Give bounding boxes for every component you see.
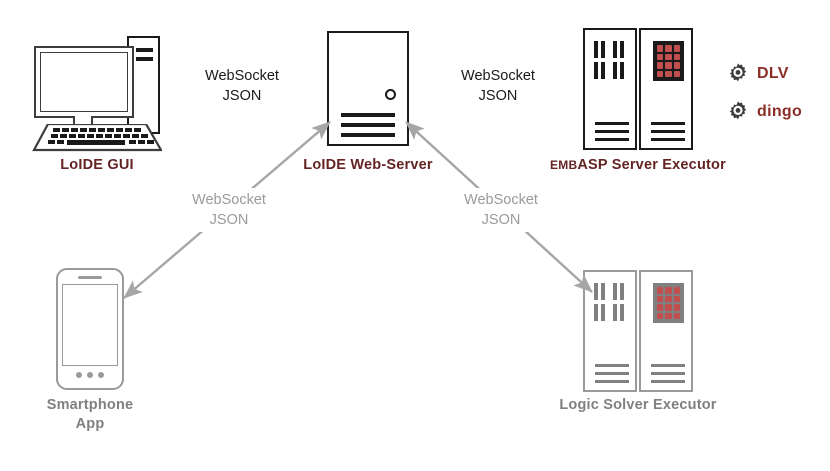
edge-label-line2: JSON [481, 212, 521, 228]
label-loide-web-server: LoIDE Web-Server [303, 157, 433, 173]
edge-label-line2: JSON [478, 88, 518, 104]
edge-label-line1: WebSocket [205, 68, 279, 84]
monitor-icon [34, 46, 134, 118]
power-button-icon [385, 89, 396, 100]
keyboard-icon [32, 124, 162, 152]
node-loide-gui[interactable] [32, 32, 162, 152]
solver-label-dingo: dingo [757, 103, 803, 120]
edge-label-phone-to-server: WebSocket JSON [183, 188, 275, 232]
edge-label-line2: JSON [209, 212, 249, 228]
edge-label-line1: WebSocket [464, 192, 538, 208]
solver-dlv[interactable]: DLV [726, 62, 789, 86]
server-tower-icon [327, 31, 409, 146]
edge-label-line1: WebSocket [192, 192, 266, 208]
phone-screen-icon [62, 284, 118, 366]
label-smartphone-line1: Smartphone [46, 397, 134, 413]
edge-label-line1: WebSocket [461, 68, 535, 84]
label-loide-gui: LoIDE GUI [60, 157, 134, 173]
edge-label-gui-to-server: WebSocket JSON [196, 64, 288, 108]
led-panel-icon [653, 283, 684, 323]
node-logic-solver-executor[interactable] [583, 270, 693, 392]
rack-cabinet-right-icon [639, 270, 693, 392]
solver-dingo[interactable]: dingo [726, 100, 802, 124]
label-smartphone-line2: App [75, 416, 105, 432]
edge-label-server-to-embasp: WebSocket JSON [452, 64, 544, 108]
rack-cabinet-right-icon [639, 28, 693, 150]
gear-icon [729, 63, 747, 82]
label-logic-solver-executor: Logic Solver Executor [559, 397, 717, 413]
led-panel-icon [653, 41, 684, 81]
node-smartphone-app[interactable] [56, 268, 124, 390]
solver-label-dlv: DLV [757, 65, 789, 82]
node-loide-web-server[interactable] [327, 31, 409, 146]
edge-label-line2: JSON [222, 88, 262, 104]
edge-label-server-to-logic-solver: WebSocket JSON [455, 188, 547, 232]
label-embasp-rest: ASP Server Executor [577, 157, 726, 173]
gear-icon [729, 101, 747, 120]
speaker-slot-icon [78, 276, 102, 279]
